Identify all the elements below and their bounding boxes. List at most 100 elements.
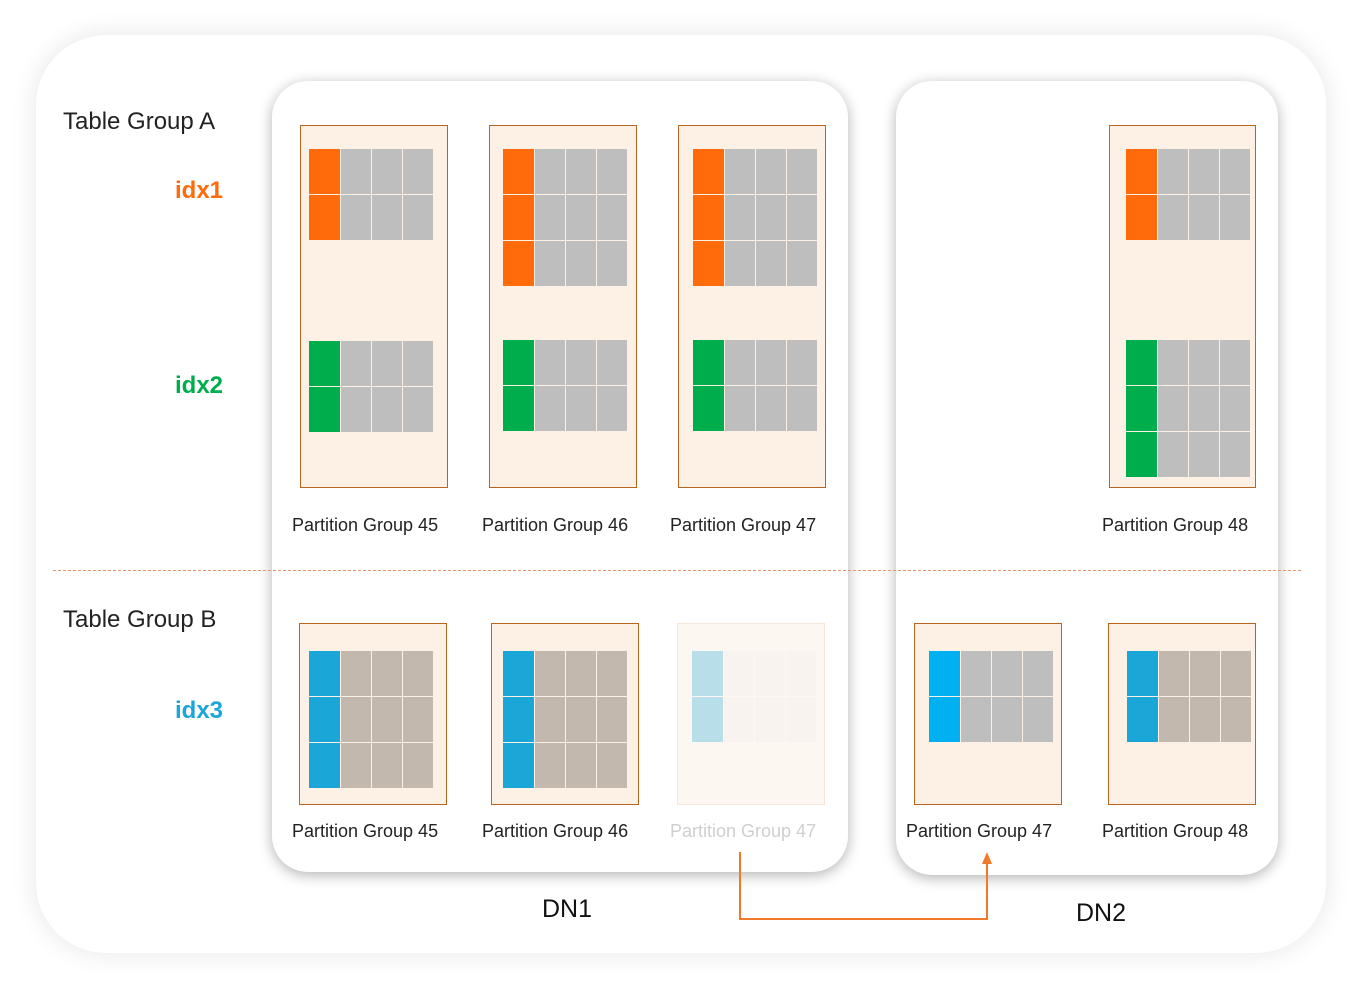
index-key-cell (693, 195, 724, 240)
data-cell (992, 651, 1022, 696)
data-cell (341, 743, 371, 788)
data-cell (535, 149, 565, 194)
index-key-cell (503, 697, 534, 742)
data-cell (992, 697, 1022, 742)
index-key-cell (503, 386, 534, 431)
data-cell (372, 743, 402, 788)
index-key-cell (692, 651, 723, 696)
table-group-a-label: Table Group A (63, 108, 216, 135)
data-cell (961, 651, 991, 696)
index-key-cell (503, 149, 534, 194)
index-key-cell (503, 651, 534, 696)
partition-group-48-b (1108, 623, 1256, 805)
idx1-partition-grid (693, 149, 817, 286)
data-cell (403, 341, 433, 386)
data-cell (725, 195, 755, 240)
data-cell (597, 340, 627, 385)
data-cell (1190, 697, 1220, 742)
data-cell (725, 241, 755, 286)
index-key-cell (1126, 195, 1157, 240)
index-key-cell (309, 697, 340, 742)
data-cell (1189, 149, 1219, 194)
idx3-partition-grid (692, 651, 816, 742)
data-cell (372, 651, 402, 696)
idx2-partition-grid (309, 341, 433, 432)
partition-group-47-b-source (677, 623, 825, 805)
data-cell (1221, 697, 1251, 742)
partition-group-47-b-target (914, 623, 1062, 805)
index-key-cell (693, 149, 724, 194)
data-cell (787, 195, 817, 240)
idx3-partition-grid (929, 651, 1053, 742)
data-cell (1189, 195, 1219, 240)
data-cell (372, 341, 402, 386)
idx2-label: idx2 (175, 372, 224, 399)
partition-label: Partition Group 48 (1102, 821, 1249, 841)
partition-label: Partition Group 46 (482, 515, 629, 535)
data-cell (1023, 651, 1053, 696)
data-cell (1158, 340, 1188, 385)
data-cell (1158, 386, 1188, 431)
idx2-partition-grid (693, 340, 817, 431)
partition-group-45-b (299, 623, 447, 805)
index-key-cell (693, 386, 724, 431)
data-cell (597, 149, 627, 194)
data-cell (1190, 651, 1220, 696)
data-cell (1220, 432, 1250, 477)
data-cell (341, 697, 371, 742)
data-cell (403, 149, 433, 194)
data-cell (566, 651, 596, 696)
data-cell (1158, 195, 1188, 240)
migration-arrow-line (739, 852, 988, 920)
index-key-cell (1126, 149, 1157, 194)
index-key-cell (692, 697, 723, 742)
index-key-cell (309, 341, 340, 386)
data-cell (341, 195, 371, 240)
data-cell (1220, 386, 1250, 431)
data-cell (1220, 340, 1250, 385)
data-cell (403, 651, 433, 696)
table-group-b-label: Table Group B (63, 606, 217, 633)
index-key-cell (503, 195, 534, 240)
index-key-cell (1127, 651, 1158, 696)
partition-label: Partition Group 48 (1102, 515, 1249, 535)
data-cell (566, 697, 596, 742)
partition-group-48-a (1109, 125, 1256, 488)
data-cell (403, 195, 433, 240)
idx2-partition-grid (1126, 340, 1250, 477)
data-cell (535, 697, 565, 742)
data-cell (566, 340, 596, 385)
data-cell (1220, 195, 1250, 240)
index-key-cell (693, 241, 724, 286)
index-key-cell (309, 743, 340, 788)
partition-label: Partition Group 45 (292, 515, 439, 535)
index-key-cell (309, 195, 340, 240)
data-cell (1023, 697, 1053, 742)
idx3-partition-grid (309, 651, 433, 788)
data-cell (787, 149, 817, 194)
data-cell (756, 149, 786, 194)
partition-label: Partition Group 47 (670, 821, 817, 841)
index-key-cell (929, 697, 960, 742)
idx1-label: idx1 (175, 177, 224, 204)
index-key-cell (693, 340, 724, 385)
index-key-cell (929, 651, 960, 696)
data-cell (597, 651, 627, 696)
idx1-partition-grid (503, 149, 627, 286)
data-cell (566, 195, 596, 240)
data-cell (961, 697, 991, 742)
data-cell (372, 149, 402, 194)
idx1-partition-grid (309, 149, 433, 240)
index-key-cell (1126, 340, 1157, 385)
data-cell (597, 697, 627, 742)
data-cell (1159, 651, 1189, 696)
data-cell (755, 651, 785, 696)
data-cell (341, 387, 371, 432)
index-key-cell (503, 241, 534, 286)
idx3-label: idx3 (175, 697, 224, 724)
data-cell (725, 149, 755, 194)
dn1-label: DN1 (542, 895, 593, 923)
data-cell (786, 651, 816, 696)
partition-group-46-b (491, 623, 639, 805)
partition-label: Partition Group 45 (292, 821, 439, 841)
